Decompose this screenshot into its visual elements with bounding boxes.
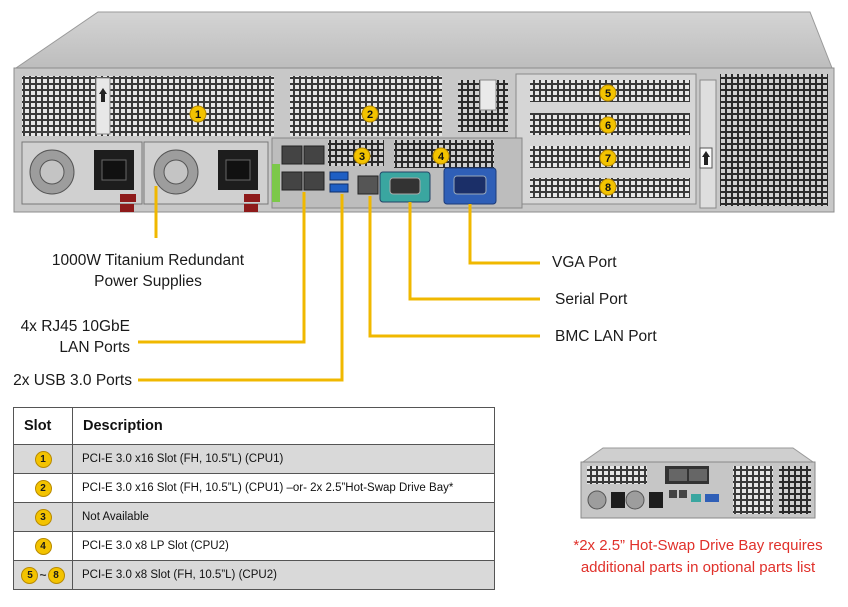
description-cell: PCI-E 3.0 x16 Slot (FH, 10.5”L) (CPU1): [72, 444, 495, 474]
slot-marker-5: 5: [599, 84, 617, 102]
slot-marker-6: 6: [599, 116, 617, 134]
table-row: 2 PCI-E 3.0 x16 Slot (FH, 10.5”L) (CPU1)…: [13, 473, 495, 503]
slot-marker-4: 4: [432, 147, 450, 165]
description-cell: PCI-E 3.0 x8 LP Slot (CPU2): [72, 531, 495, 561]
vga-port: [443, 167, 497, 205]
svg-text:2: 2: [367, 109, 373, 121]
slot-cell: 1: [13, 444, 73, 474]
table-row: 3 Not Available: [13, 502, 495, 532]
slot-cell: 3: [13, 502, 73, 532]
callout-serial: Serial Port: [555, 291, 628, 308]
slot-marker-3: 3: [353, 147, 371, 165]
table-row: 5 ~ 8 PCI-E 3.0 x8 Slot (FH, 10.5”L) (CP…: [13, 560, 495, 590]
leader-line-lan: [138, 192, 306, 344]
slot-marker-8: 8: [599, 178, 617, 196]
vent-slot-1: [22, 76, 274, 136]
description-cell: Not Available: [72, 502, 495, 532]
callout-usb: 2x USB 3.0 Ports: [13, 372, 132, 389]
range-tilde: ~: [39, 568, 47, 582]
alternate-config-thumbnail: [580, 447, 816, 519]
svg-text:1: 1: [195, 109, 201, 121]
slot-header: Slot: [13, 407, 73, 445]
chassis-rear-view: 1 2 3 4 5 6 7 8: [13, 11, 835, 382]
chassis-top-cover: [14, 11, 833, 69]
hot-swap-note: *2x 2.5” Hot-Swap Drive Bay requires add…: [548, 535, 848, 579]
slot-marker-1: 1: [189, 105, 207, 123]
slot-table-header: Slot Description: [13, 407, 495, 445]
hot-swap-note-line1: *2x 2.5” Hot-Swap Drive Bay requires: [573, 537, 823, 554]
slot-number-badge: 8: [47, 566, 65, 584]
usb-ports: [329, 171, 349, 193]
svg-text:8: 8: [605, 182, 611, 194]
description-cell: PCI-E 3.0 x16 Slot (FH, 10.5”L) (CPU1) –…: [72, 473, 495, 503]
callout-vga: VGA Port: [552, 254, 617, 271]
callout-psu: 1000W Titanium Redundant Power Supplies: [38, 250, 258, 292]
leader-line-bmc: [368, 196, 540, 338]
power-supply-2: [143, 141, 269, 205]
callout-psu-line2: Power Supplies: [94, 273, 202, 290]
slot-number-badge: 1: [34, 450, 52, 468]
callout-lan-line2: LAN Ports: [59, 339, 130, 356]
bmc-lan-port: [357, 175, 379, 195]
slot-number-badge: 5: [21, 566, 39, 584]
slot-number-badge: 4: [34, 537, 52, 555]
slot-cell: 5 ~ 8: [13, 560, 73, 590]
rj45-lan-ports: [281, 145, 325, 191]
svg-text:6: 6: [605, 120, 611, 132]
table-row: 1 PCI-E 3.0 x16 Slot (FH, 10.5”L) (CPU1): [13, 444, 495, 474]
table-row: 4 PCI-E 3.0 x8 LP Slot (CPU2): [13, 531, 495, 561]
callout-lan-line1: 4x RJ45 10GbE: [20, 318, 130, 335]
slot-markers: 1 2 3 4 5 6 7 8: [189, 84, 617, 196]
power-supply-1: [21, 141, 143, 205]
slot-number-badge: 3: [34, 508, 52, 526]
callout-lan: 4x RJ45 10GbE LAN Ports: [0, 316, 130, 358]
leader-line-serial: [408, 202, 540, 301]
hot-swap-note-line2: additional parts in optional parts list: [580, 559, 816, 576]
leader-line-vga: [468, 204, 540, 265]
leader-lines: [138, 186, 540, 382]
slot-number-badge: 2: [34, 479, 52, 497]
description-header: Description: [72, 407, 495, 445]
callout-psu-line1: 1000W Titanium Redundant: [51, 252, 245, 269]
svg-text:4: 4: [438, 151, 445, 163]
description-cell: PCI-E 3.0 x8 Slot (FH, 10.5”L) (CPU2): [72, 560, 495, 590]
slot-table: Slot Description 1 PCI-E 3.0 x16 Slot (F…: [13, 407, 495, 590]
slot-marker-7: 7: [599, 149, 617, 167]
svg-text:3: 3: [359, 151, 365, 163]
svg-text:7: 7: [605, 153, 611, 165]
slot-cell: 4: [13, 531, 73, 561]
serial-port: [379, 171, 431, 203]
slot-range: 5 ~ 8: [21, 566, 65, 584]
svg-text:5: 5: [605, 88, 611, 100]
leader-line-usb: [138, 194, 344, 382]
vent-slot-2: [290, 76, 442, 136]
slot-marker-2: 2: [361, 105, 379, 123]
callout-bmc: BMC LAN Port: [555, 328, 657, 345]
slot-cell: 2: [13, 473, 73, 503]
